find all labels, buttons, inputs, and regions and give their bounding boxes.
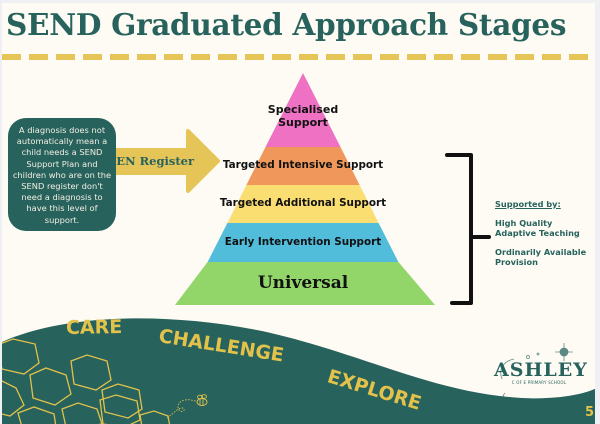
supported-by-heading: Supported by: — [495, 199, 561, 209]
support-item-line: High Quality — [495, 217, 553, 228]
logo-ornament — [500, 343, 573, 405]
sen-register-label: SEN Register — [108, 154, 195, 168]
pyramid-label-line: Support — [278, 116, 328, 129]
pyramid-level-targeted-additional — [227, 185, 379, 223]
pyramid-label-targeted-intensive: Targeted Intensive Support — [222, 159, 384, 171]
right-bracket-icon — [445, 153, 491, 305]
support-item: High Quality Adaptive Teaching — [495, 218, 586, 239]
support-item-line: Provision — [495, 257, 538, 267]
pyramid-level-early-intervention — [207, 223, 399, 262]
pyramid-label-specialised: Specialised Support — [253, 103, 353, 129]
support-item: Ordinarily Available Provision — [495, 247, 586, 268]
motto-care: CARE — [65, 316, 123, 339]
dashed-divider — [2, 54, 595, 60]
diagnosis-note: A diagnosis does not automatically mean … — [8, 118, 116, 231]
supported-by-panel: Supported by: High Quality Adaptive Teac… — [495, 199, 586, 276]
pyramid-level-universal — [175, 262, 435, 305]
pyramid-label-early-intervention: Early Intervention Support — [224, 236, 382, 248]
pyramid-label-targeted-additional: Targeted Additional Support — [219, 197, 387, 209]
honeycomb-icon — [2, 338, 171, 424]
logo-name: ASHLEY — [494, 359, 588, 381]
support-item-line: Adaptive Teaching — [495, 228, 580, 238]
page-number: 5 — [585, 405, 595, 420]
pyramid-level-targeted-intensive — [246, 147, 360, 185]
page-title: SEND Graduated Approach Stages — [6, 7, 567, 42]
support-item-line: Ordinarily Available — [495, 246, 587, 257]
pyramid-label-universal: Universal — [257, 273, 349, 293]
logo-subtitle: C OF E PRIMARY SCHOOL — [511, 380, 567, 385]
pyramid-level-specialised — [265, 73, 341, 147]
bee-icon — [166, 394, 208, 419]
school-logo: ASHLEY C OF E PRIMARY SCHOOL — [494, 359, 588, 385]
slide: SEND Graduated Approach Stages — [2, 3, 595, 424]
pyramid-label-line: Specialised — [267, 103, 339, 116]
footer-wave — [2, 318, 595, 424]
